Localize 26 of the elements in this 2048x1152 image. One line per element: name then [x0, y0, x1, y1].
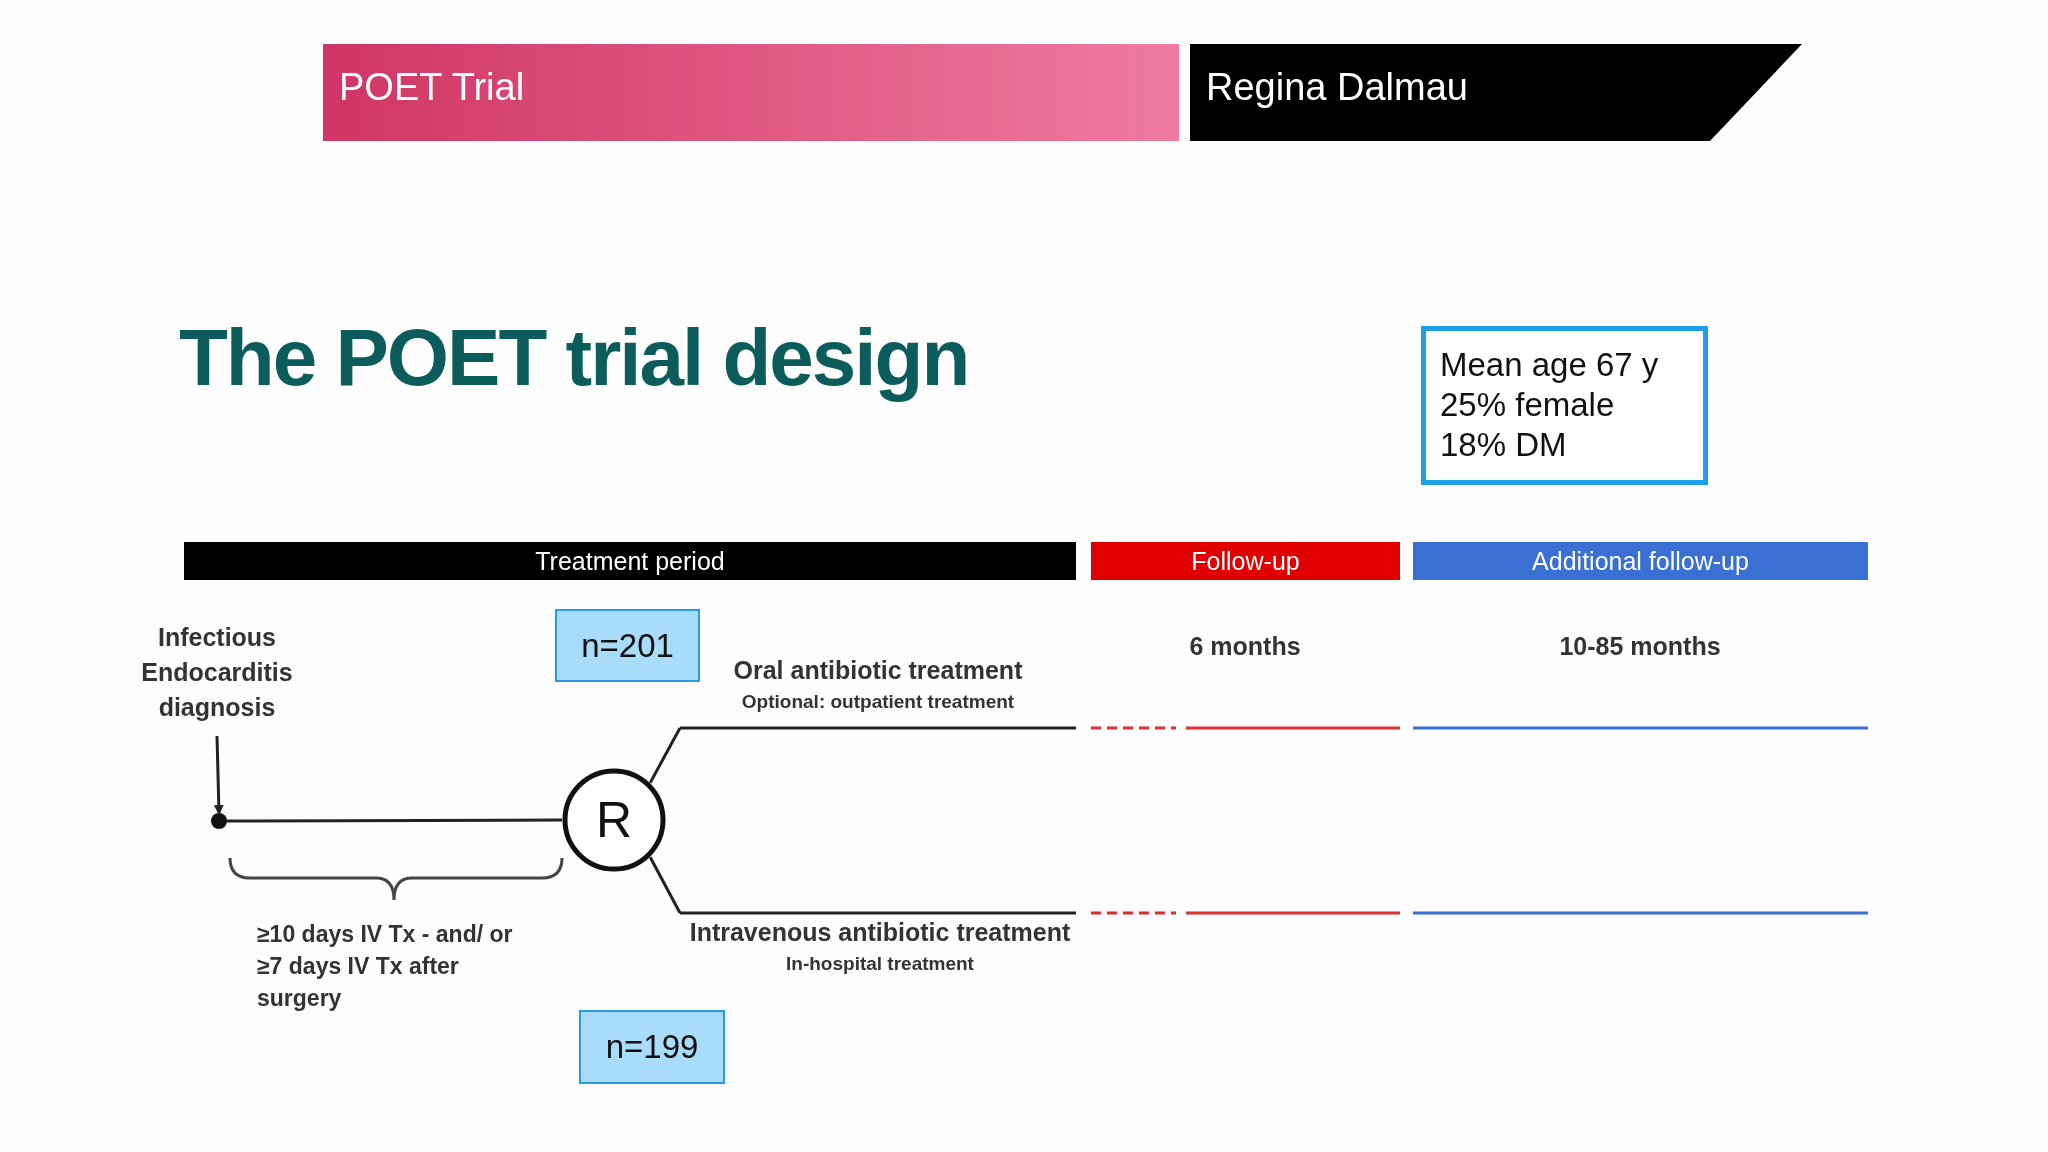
duration-label: 6 months — [1188, 632, 1302, 661]
period-band: Treatment period — [184, 542, 1076, 580]
stat-line: 25% female — [1440, 385, 1616, 425]
stat-line: 18% DM — [1440, 425, 1568, 465]
start-dot — [211, 813, 227, 829]
period-band: Follow-up — [1091, 542, 1400, 580]
arm-title: Intravenous antibiotic treatment — [688, 918, 1072, 947]
stats-box — [1421, 326, 1708, 485]
step-label: Infectious Endocarditis diagnosis — [127, 620, 307, 728]
bracket-label: ≥10 days IV Tx - and/ or ≥7 days IV Tx after surgery — [257, 920, 514, 1013]
arm-title: Oral antibiotic treatment — [732, 656, 1024, 685]
slide-title: The POET trial design — [179, 312, 969, 404]
duration-label: 10-85 months — [1558, 632, 1722, 661]
connector — [648, 856, 682, 914]
presenter-banner: Regina Dalmau — [1190, 44, 1802, 141]
connector — [213, 735, 224, 815]
arm-note: In-hospital treatment — [785, 953, 975, 975]
randomization-circle: R — [562, 768, 666, 872]
count-box: n=199 — [579, 1010, 725, 1084]
connector — [648, 727, 682, 784]
arm-note: Optional: outpatient treatment — [740, 691, 1016, 713]
period-band: Additional follow-up — [1413, 542, 1868, 580]
header-bar: POET Trial — [323, 44, 1179, 141]
count-box: n=201 — [555, 609, 700, 682]
stat-line: Mean age 67 y — [1440, 345, 1660, 385]
connector — [227, 818, 562, 823]
